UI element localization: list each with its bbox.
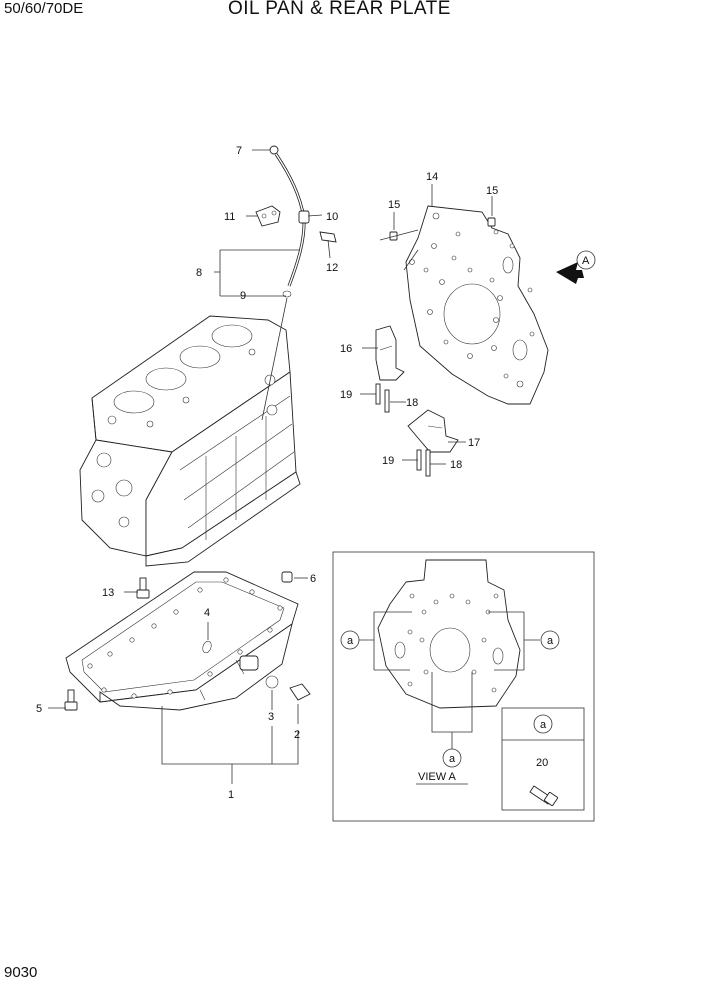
callout-15-left: 15	[388, 199, 400, 211]
detail-marker-left: a	[347, 635, 354, 647]
detail-marker-right: a	[547, 635, 554, 647]
view-a-marker: A	[582, 255, 590, 267]
callout-11: 11	[224, 211, 235, 223]
callout-5: 5	[36, 703, 42, 715]
callout-19-upper: 19	[340, 389, 352, 401]
page-title: OIL PAN & REAR PLATE	[228, 0, 451, 19]
engine-block	[79, 315, 301, 567]
callout-20: 20	[536, 757, 548, 769]
callout-8: 8	[196, 267, 202, 279]
model-label: 50/60/70DE	[4, 0, 84, 17]
callout-1: 1	[228, 789, 234, 801]
rear-plate	[375, 205, 596, 477]
callout-7: 7	[236, 145, 242, 157]
page-number: 9030	[4, 964, 38, 981]
callout-6: 6	[310, 573, 316, 585]
leader-lines	[48, 149, 493, 784]
callout-15-right: 15	[486, 185, 498, 197]
legend-header-marker: a	[540, 719, 547, 731]
callout-16: 16	[340, 343, 352, 355]
callout-18-lower: 18	[450, 459, 462, 471]
view-a-detail	[332, 551, 595, 822]
callout-18-upper: 18	[406, 397, 418, 409]
view-a-caption: VIEW A	[418, 771, 457, 783]
detail-marker-bottom: a	[449, 753, 456, 765]
callout-10: 10	[326, 211, 338, 223]
callout-2: 2	[294, 729, 300, 741]
callout-3: 3	[268, 711, 274, 723]
callout-17: 17	[468, 437, 480, 449]
callout-9: 9	[240, 290, 246, 302]
oil-pan	[64, 571, 311, 711]
callout-14: 14	[426, 171, 438, 183]
callout-19-lower: 19	[382, 455, 394, 467]
callout-4: 4	[204, 607, 210, 619]
callout-12: 12	[326, 262, 338, 274]
callout-13: 13	[102, 587, 114, 599]
dipstick-assembly	[255, 145, 337, 298]
